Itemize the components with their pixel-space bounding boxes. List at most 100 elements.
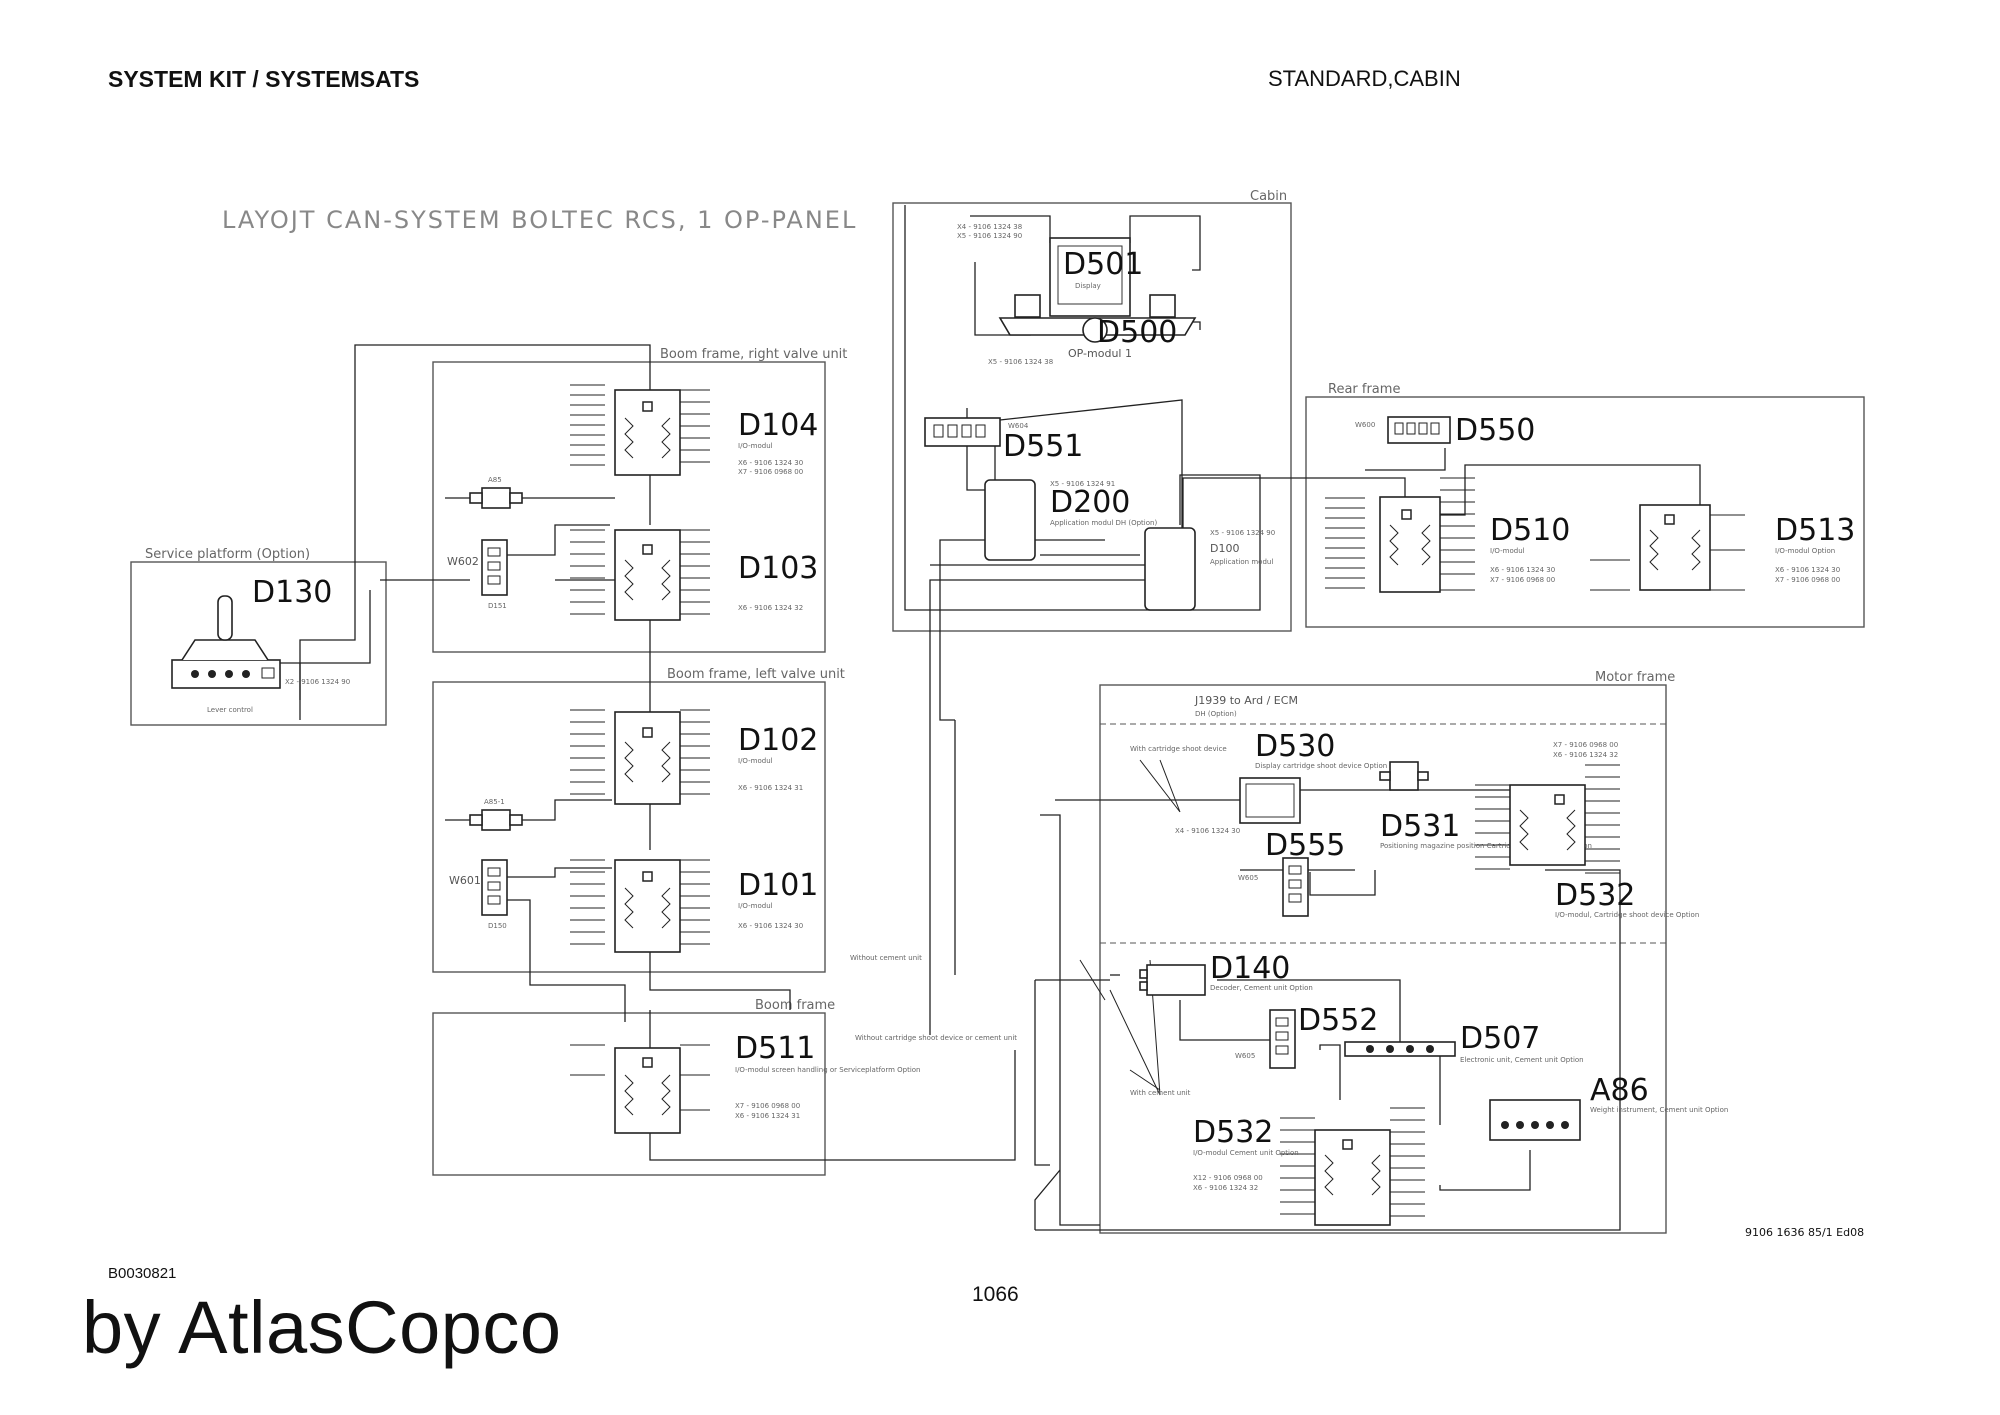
d102-desc: I/O-modul bbox=[738, 757, 773, 765]
sensor-cable-fans bbox=[570, 384, 1745, 1217]
d513-cable-a: X6 - 9106 1324 30 bbox=[1775, 566, 1840, 574]
d500-label: D500 bbox=[1097, 315, 1177, 350]
d100-label: D100 bbox=[1210, 542, 1239, 555]
d101-io-module: D101 I/O-modul bbox=[614, 859, 818, 953]
d100-desc: Application modul bbox=[1210, 558, 1273, 566]
boom-frame bbox=[432, 1012, 826, 1176]
with-cartridge-note: With cartridge shoot device bbox=[1130, 745, 1227, 753]
d532a-label: D532 bbox=[1555, 878, 1635, 913]
a86-desc: Weight instrument, Cement unit Option bbox=[1590, 1106, 1728, 1114]
d130-lever-control: D130 Lever control bbox=[171, 575, 332, 714]
w604-label: W604 bbox=[1008, 422, 1029, 430]
without-cement-note: Without cement unit bbox=[850, 954, 922, 962]
d501-label: D501 bbox=[1063, 247, 1143, 282]
d100-cable: X5 - 9106 1324 90 bbox=[1210, 529, 1275, 537]
d511-cable-b: X6 - 9106 1324 31 bbox=[735, 1112, 800, 1120]
rear-frame-label: Rear frame bbox=[1328, 382, 1400, 397]
d102-label: D102 bbox=[738, 723, 818, 758]
d510-cable-a: X6 - 9106 1324 30 bbox=[1490, 566, 1555, 574]
d104-cable-b: X7 - 9106 0968 00 bbox=[738, 468, 803, 476]
d104-cable-a: X6 - 9106 1324 30 bbox=[738, 459, 803, 467]
cabin-label: Cabin bbox=[1250, 189, 1287, 204]
d530-cable: X4 - 9106 1324 30 bbox=[1175, 827, 1240, 835]
d501-display: D501 Display bbox=[1049, 237, 1143, 317]
j1939-subnote: DH (Option) bbox=[1195, 710, 1237, 718]
d151-label: D151 bbox=[488, 602, 507, 610]
a85-connector: A85 bbox=[469, 476, 523, 509]
d130-desc: Lever control bbox=[207, 706, 253, 714]
d552-junction: D552 bbox=[1269, 1003, 1378, 1069]
d103-label: D103 bbox=[738, 551, 818, 586]
d200-cable: X5 - 9106 1324 91 bbox=[1050, 480, 1115, 488]
d513-io-module: D513 I/O-modul Option bbox=[1639, 504, 1855, 591]
d532b-cable-a: X12 - 9106 0968 00 bbox=[1193, 1174, 1263, 1182]
d510-cable-b: X7 - 9106 0968 00 bbox=[1490, 576, 1555, 584]
d507-electronic-unit: D507 Electronic unit, Cement unit Option bbox=[1344, 1021, 1584, 1064]
d104-desc: I/O-modul bbox=[738, 442, 773, 450]
d551-label: D551 bbox=[1003, 429, 1083, 464]
d151-junction: D151 bbox=[481, 539, 508, 610]
d532a-cable-a: X7 - 9106 0968 00 bbox=[1553, 741, 1618, 749]
d102-io-module: D102 I/O-modul bbox=[614, 711, 818, 805]
d530-label: D530 bbox=[1255, 729, 1335, 764]
rear-frame bbox=[1305, 396, 1865, 628]
d530-desc: Display cartridge shoot device Option bbox=[1255, 762, 1387, 770]
a86-label: A86 bbox=[1590, 1073, 1649, 1108]
d200-application-module: D200 Application modul DH (Option) bbox=[984, 479, 1157, 561]
d531-desc: Positioning magazine position Cartridge … bbox=[1380, 842, 1592, 850]
d510-label: D510 bbox=[1490, 513, 1570, 548]
d511-desc: I/O-modul screen handling or Serviceplat… bbox=[735, 1066, 921, 1074]
with-cement-note: With cement unit bbox=[1130, 1089, 1191, 1097]
w601-label: W601 bbox=[449, 874, 481, 887]
d501-desc: Display bbox=[1075, 282, 1101, 290]
w605a-label: W605 bbox=[1238, 874, 1258, 882]
d551-junction: D551 bbox=[924, 417, 1083, 464]
d510-desc: I/O-modul bbox=[1490, 547, 1525, 555]
d531-label: D531 bbox=[1380, 809, 1460, 844]
d532b-desc: I/O-modul Cement unit Option bbox=[1193, 1149, 1299, 1157]
d500-op-panel: D500 OP-modul 1 bbox=[998, 294, 1197, 360]
d100-application-module: D100 Application modul bbox=[1144, 527, 1273, 611]
diagram-title: LAYOJT CAN-SYSTEM BOLTEC RCS, 1 OP-PANEL bbox=[222, 206, 857, 234]
d104-io-module: D104 I/O-modul bbox=[614, 389, 818, 476]
w602-label: W602 bbox=[447, 555, 479, 568]
d140-decoder: D140 Decoder, Cement unit Option bbox=[1139, 951, 1313, 996]
d501-cable-a: X4 - 9106 1324 38 bbox=[957, 223, 1022, 231]
d532b-cable-b: X6 - 9106 1324 32 bbox=[1193, 1184, 1258, 1192]
d150-junction: D150 bbox=[481, 859, 508, 930]
d532-cement-io-module: D532 I/O-modul Cement unit Option bbox=[1193, 1115, 1391, 1226]
d550-junction: D550 bbox=[1387, 413, 1535, 448]
without-cartridge-note: Without cartridge shoot device or cement… bbox=[855, 1034, 1017, 1042]
d507-label: D507 bbox=[1460, 1021, 1540, 1056]
header-left-title: SYSTEM KIT / SYSTEMSATS bbox=[108, 66, 420, 92]
boom-frame-label: Boom frame bbox=[755, 998, 835, 1013]
d511-cable-a: X7 - 9106 0968 00 bbox=[735, 1102, 800, 1110]
d555-label: D555 bbox=[1265, 828, 1345, 863]
motor-frame bbox=[1099, 684, 1667, 1234]
service-platform-label: Service platform (Option) bbox=[145, 547, 310, 562]
d103-io-module: D103 bbox=[614, 529, 818, 621]
d531-positioning: D531 Positioning magazine position Cartr… bbox=[1379, 761, 1592, 850]
d511-io-module: D511 I/O-modul screen handling or Servic… bbox=[614, 1031, 921, 1134]
d101-cable-a: X6 - 9106 1324 30 bbox=[738, 922, 803, 930]
d200-desc: Application modul DH (Option) bbox=[1050, 519, 1157, 527]
d532-cartridge-io-module: D532 I/O-modul, Cartridge shoot device O… bbox=[1509, 784, 1699, 919]
d511-label: D511 bbox=[735, 1031, 815, 1066]
d102-cable-a: X6 - 9106 1324 31 bbox=[738, 784, 803, 792]
d500-desc: OP-modul 1 bbox=[1068, 347, 1132, 360]
d532a-desc: I/O-modul, Cartridge shoot device Option bbox=[1555, 911, 1699, 919]
d101-label: D101 bbox=[738, 868, 818, 903]
page-number: 1066 bbox=[972, 1283, 1019, 1306]
d103-cable-a: X6 - 9106 1324 32 bbox=[738, 604, 803, 612]
d507-desc: Electronic unit, Cement unit Option bbox=[1460, 1056, 1584, 1064]
boom-right-frame bbox=[432, 361, 826, 653]
d140-desc: Decoder, Cement unit Option bbox=[1210, 984, 1313, 992]
d104-label: D104 bbox=[738, 408, 818, 443]
d513-cable-b: X7 - 9106 0968 00 bbox=[1775, 576, 1840, 584]
header-right-title: STANDARD,CABIN bbox=[1268, 66, 1461, 91]
d555-junction: D555 bbox=[1265, 828, 1345, 917]
a85-1-connector: A85-1 bbox=[469, 798, 523, 831]
d101-desc: I/O-modul bbox=[738, 902, 773, 910]
d130-label: D130 bbox=[252, 575, 332, 610]
